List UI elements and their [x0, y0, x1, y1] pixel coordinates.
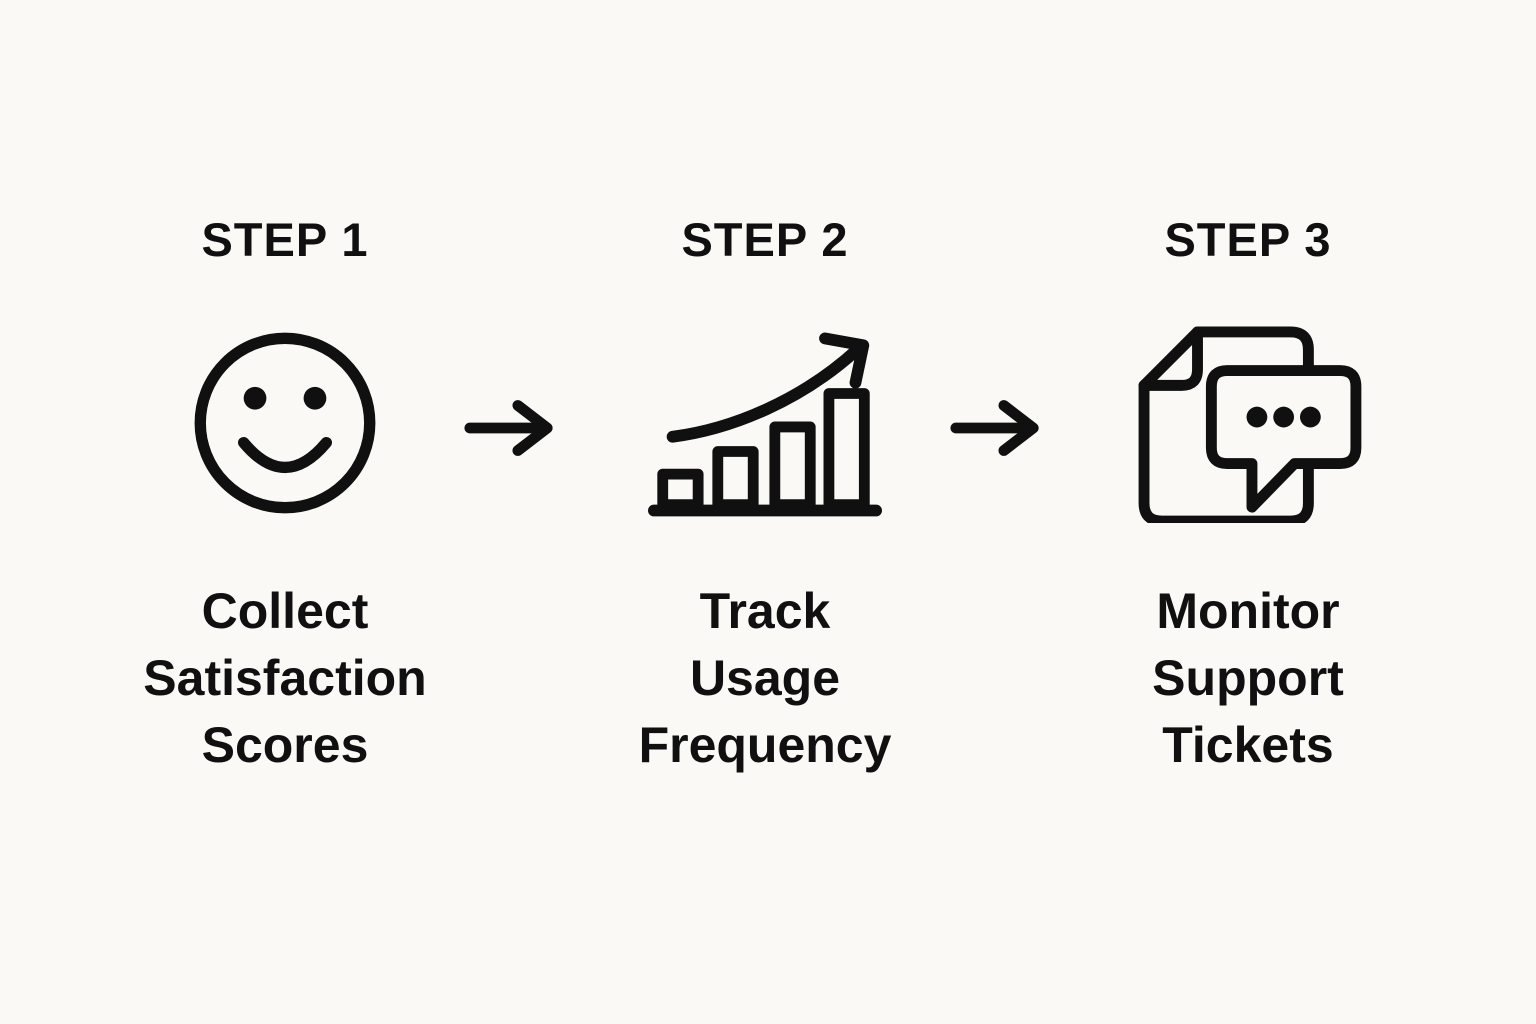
smiley-face-icon [194, 332, 376, 514]
caption-line: Monitor [1156, 583, 1340, 639]
step-label: STEP 2 [681, 213, 849, 266]
caption-line: Frequency [638, 717, 892, 773]
caption-line: Usage [689, 650, 841, 706]
caption-line: Tickets [1162, 717, 1334, 773]
step-label: STEP 1 [201, 213, 369, 266]
step-caption: Collect Satisfaction Scores [45, 578, 525, 779]
arrow-right-icon [950, 400, 1039, 456]
step-caption: Monitor Support Tickets [1008, 578, 1488, 779]
caption-line: Track [699, 583, 831, 639]
step-icon-wrap [45, 318, 525, 528]
growth-chart-icon [647, 332, 883, 517]
step-icon-wrap [525, 318, 1005, 528]
caption-line: Scores [201, 717, 369, 773]
step-column-3: STEP 3 Monitor Support Tickets [1008, 0, 1488, 1024]
step-column-1: STEP 1 Collect Satisfaction Scores [45, 0, 525, 1024]
arrow-right-icon [464, 400, 553, 456]
step-column-2: STEP 2 Track Usage Frequency [525, 0, 1005, 1024]
document-chat-icon [1138, 326, 1362, 523]
flow-connector [948, 396, 1046, 460]
step-label: STEP 3 [1164, 213, 1332, 266]
caption-line: Collect [201, 583, 369, 639]
step-caption: Track Usage Frequency [525, 578, 1005, 779]
step-icon-wrap [1008, 318, 1488, 528]
flow-connector [462, 396, 560, 460]
caption-line: Satisfaction [143, 650, 427, 706]
caption-line: Support [1152, 650, 1344, 706]
